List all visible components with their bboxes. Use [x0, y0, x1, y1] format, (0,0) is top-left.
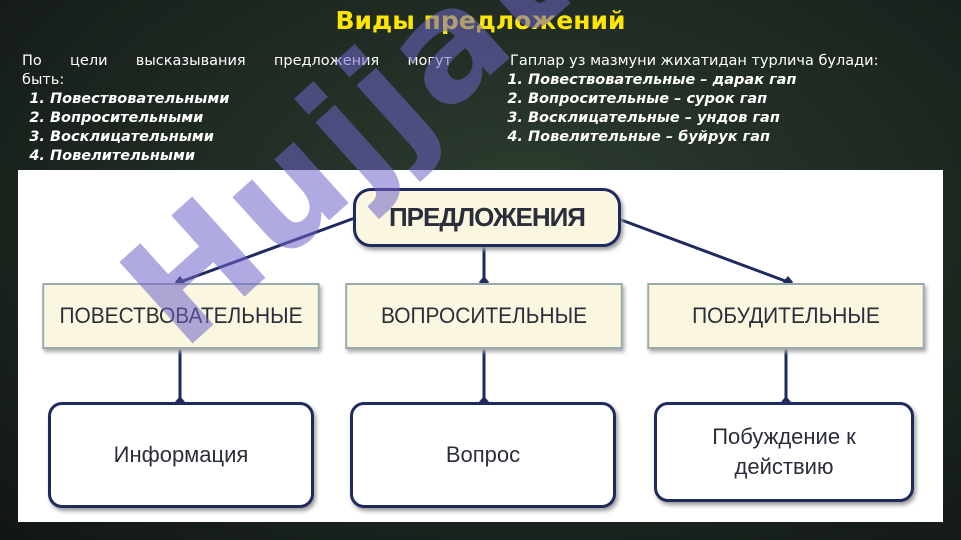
left-intro-cont: быть: — [22, 72, 65, 88]
slide-title: Виды предложений — [335, 6, 626, 35]
right-list: Повествовательные – дарак гап Вопросител… — [500, 71, 940, 147]
list-item: Повествовательными — [50, 90, 452, 109]
left-list: Повествовательными Вопросительными Воскл… — [22, 90, 452, 166]
type-node: ПОБУДИТЕЛЬНЫЕ — [647, 283, 925, 349]
left-intro: По цели высказывания предложения могут — [22, 53, 452, 69]
type-node: ВОПРОСИТЕЛЬНЫЕ — [345, 283, 623, 349]
list-item: Повествовательные – дарак гап — [528, 71, 940, 90]
right-text-block: Гаплар уз мазмуни жихатидан турлича була… — [500, 52, 940, 147]
list-item: Восклицательными — [50, 128, 452, 147]
diagram-panel: ПРЕДЛОЖЕНИЯ ПОВЕСТВОВАТЕЛЬНЫЕ ВОПРОСИТЕЛ… — [18, 170, 943, 522]
left-text-block: По цели высказывания предложения могут б… — [22, 52, 452, 166]
right-intro: Гаплар уз мазмуни жихатидан турлича була… — [510, 53, 879, 69]
list-item: Повелительными — [50, 147, 452, 166]
type-node: ПОВЕСТВОВАТЕЛЬНЫЕ — [42, 283, 320, 349]
purpose-node: Информация — [48, 402, 314, 508]
list-item: Вопросительными — [50, 109, 452, 128]
list-item: Вопросительные – сурок гап — [528, 90, 940, 109]
purpose-node: Вопрос — [350, 402, 616, 508]
list-item: Повелительные – буйрук гап — [528, 128, 940, 147]
purpose-node: Побуждение к действию — [654, 402, 914, 502]
root-node: ПРЕДЛОЖЕНИЯ — [353, 188, 621, 247]
list-item: Восклицательные – ундов гап — [528, 109, 940, 128]
